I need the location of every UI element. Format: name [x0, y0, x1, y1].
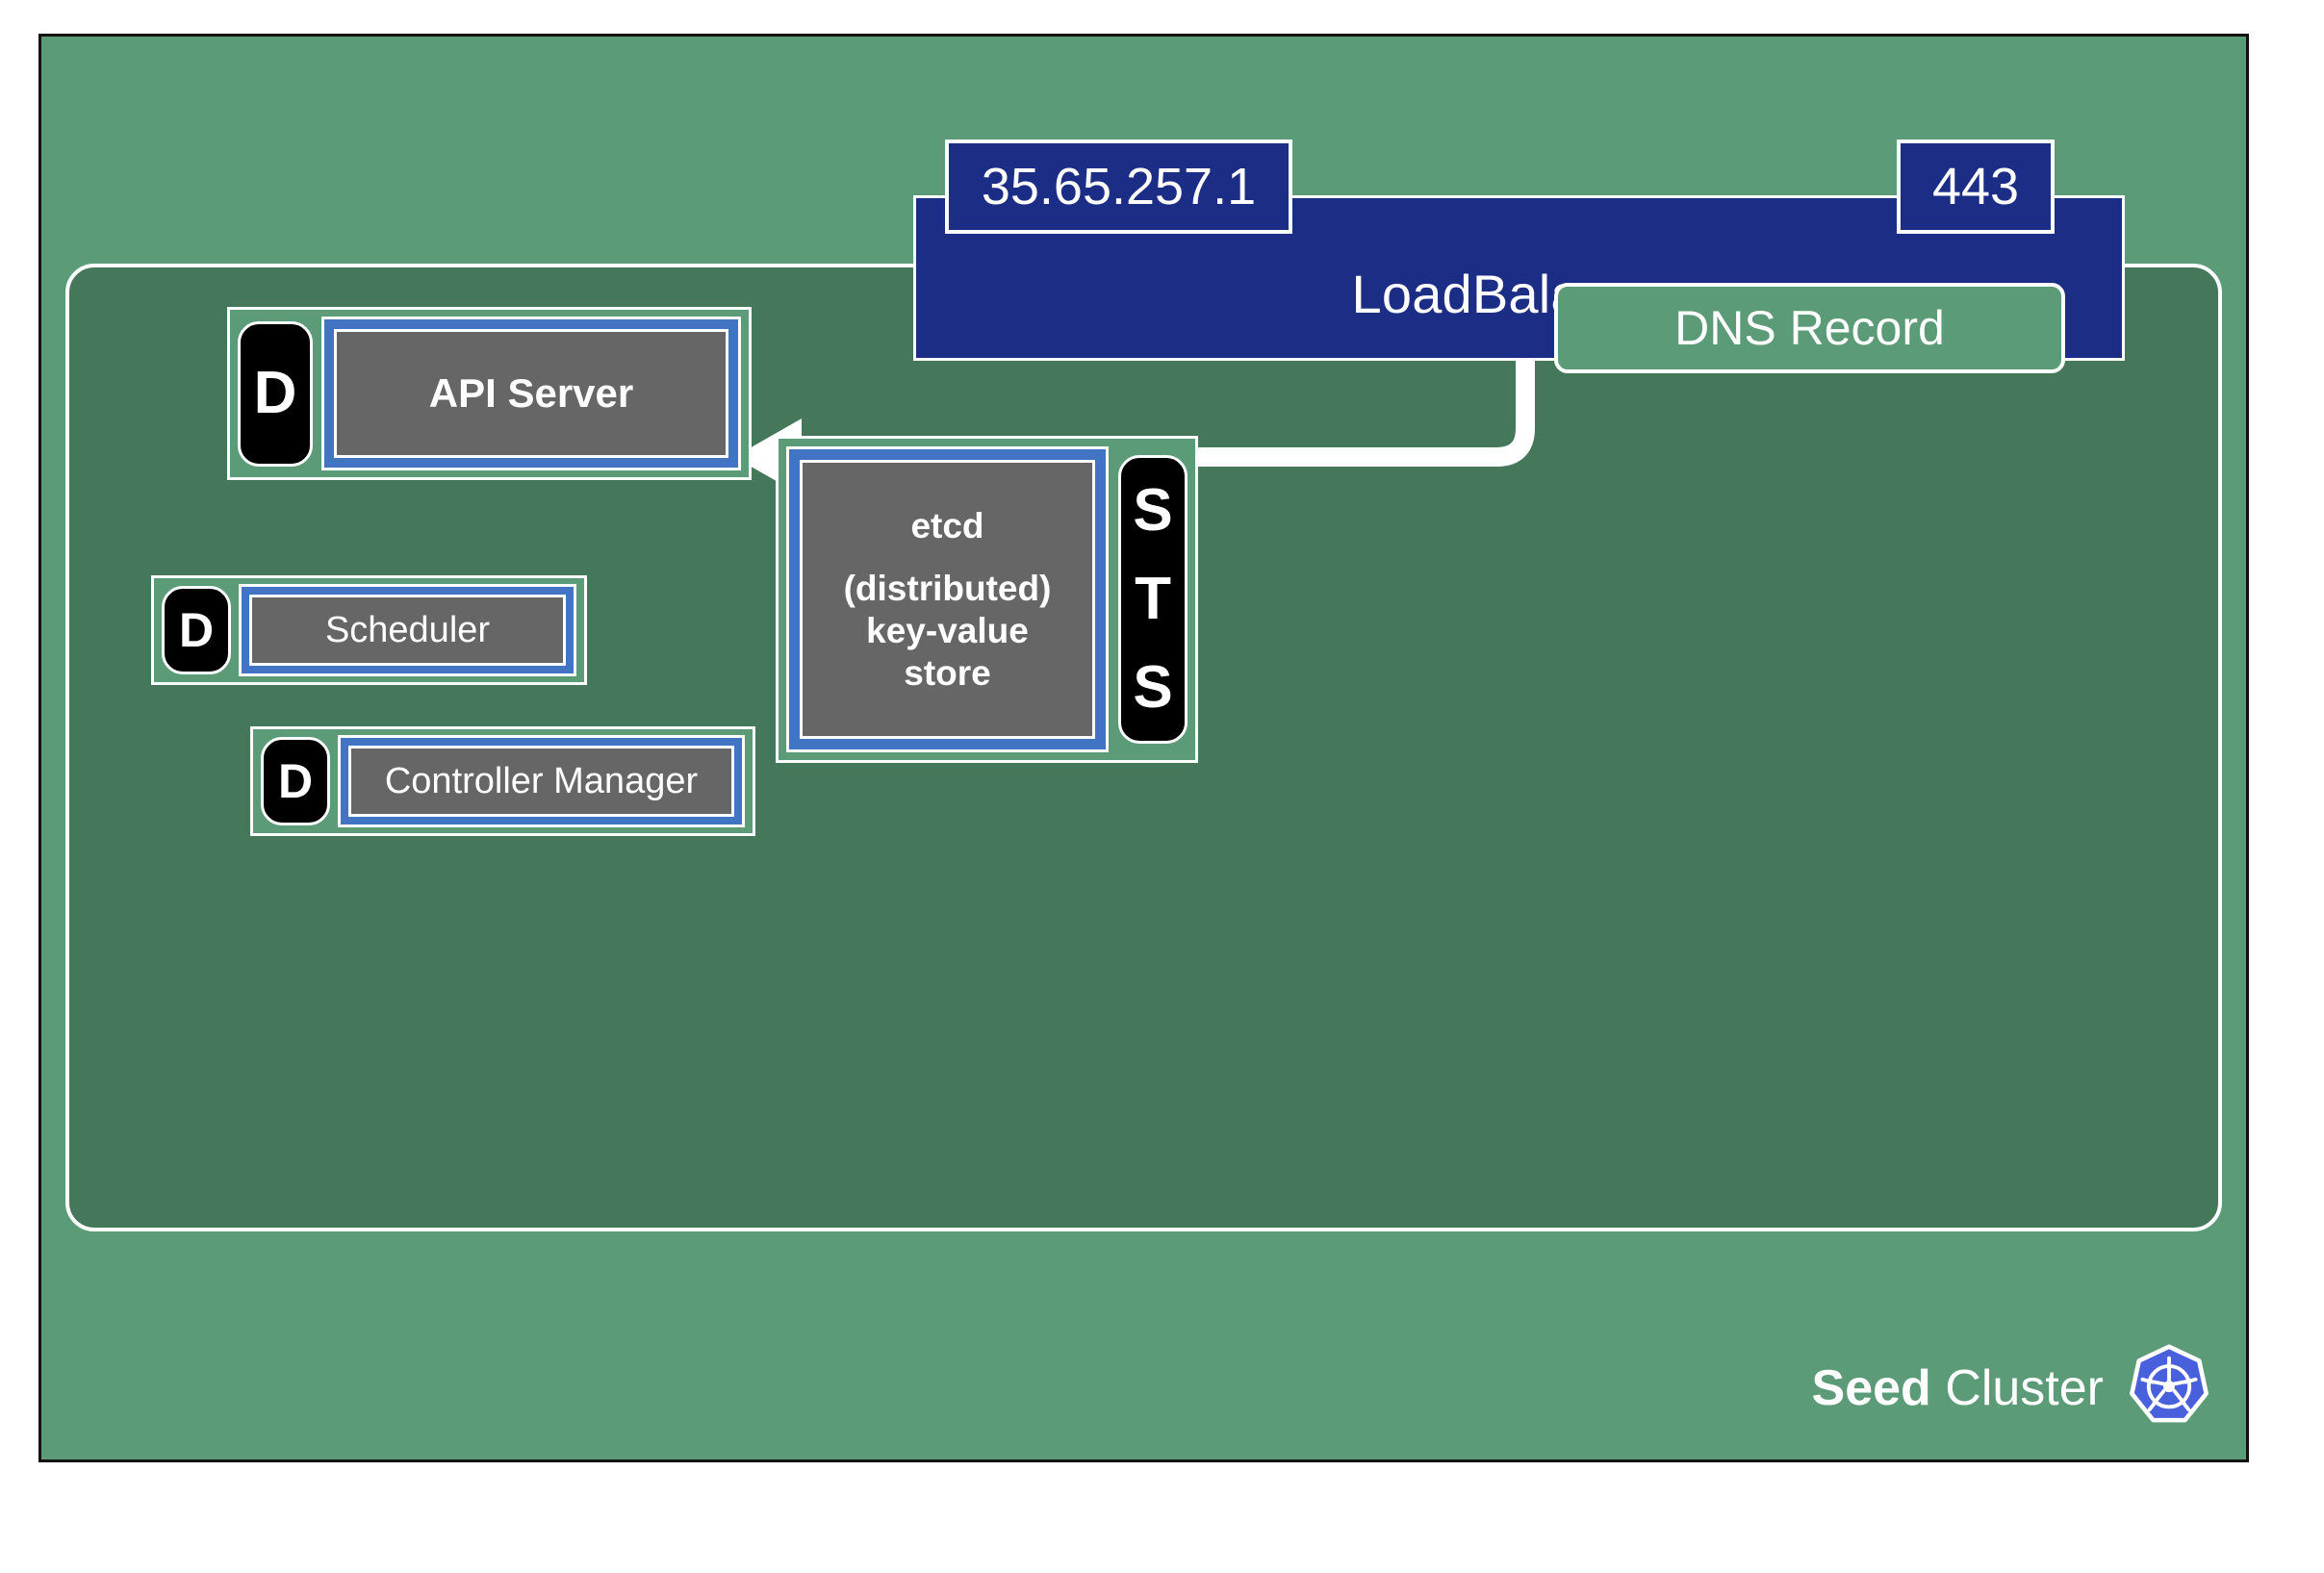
loadbalancer-port-badge: 443: [1897, 140, 2055, 234]
etcd-label-line-2: (distributed): [843, 569, 1052, 609]
etcd-label-line-1: etcd: [910, 505, 984, 545]
deployment-kind-badge: D: [238, 320, 313, 467]
dns-record-label: DNS Record: [1674, 301, 1945, 355]
loadbalancer-ip-badge: 35.65.257.1: [945, 140, 1292, 234]
sts-letter-1: S: [1133, 477, 1173, 544]
workload-api-server: D API Server: [227, 307, 752, 480]
dns-record-badge: DNS Record: [1554, 283, 2065, 373]
sts-letter-3: S: [1133, 654, 1173, 721]
pod-wrapper: API Server: [321, 317, 741, 470]
seed-cluster-caption: Seed Cluster: [1812, 1363, 2104, 1413]
workload-etcd: etcd (distributed) key-value store S T S: [776, 436, 1198, 763]
workload-scheduler: D Scheduler: [151, 575, 587, 685]
deployment-kind-badge: D: [162, 586, 231, 674]
scheduler-label: Scheduler: [324, 609, 491, 650]
api-server-label: API Server: [428, 370, 634, 416]
sts-letter-2: T: [1135, 566, 1171, 632]
kubernetes-logo: [2130, 1344, 2209, 1423]
caption-bold-word: Seed: [1811, 1360, 1931, 1416]
controller-manager-label: Controller Manager: [384, 760, 699, 801]
workload-controller-manager: D Controller Manager: [250, 726, 755, 836]
container-box: API Server: [334, 329, 728, 458]
etcd-label-line-4: store: [904, 652, 991, 693]
etcd-label-line-3: key-value: [866, 611, 1029, 650]
pod-wrapper: etcd (distributed) key-value store: [786, 446, 1109, 752]
diagram-canvas: LoadBalancer 35.65.257.1 443 DNS Record …: [38, 34, 2249, 1462]
deployment-kind-badge: D: [261, 737, 330, 825]
statefulset-kind-badge: S T S: [1118, 455, 1188, 744]
diagram-footer: Seed Cluster: [1812, 1344, 2213, 1433]
container-box: Controller Manager: [348, 746, 734, 817]
pod-wrapper: Scheduler: [239, 584, 576, 676]
caption-rest-word: Cluster: [1945, 1360, 2104, 1416]
pod-wrapper: Controller Manager: [338, 735, 745, 827]
container-box: etcd (distributed) key-value store: [800, 460, 1095, 739]
container-box: Scheduler: [249, 595, 566, 666]
